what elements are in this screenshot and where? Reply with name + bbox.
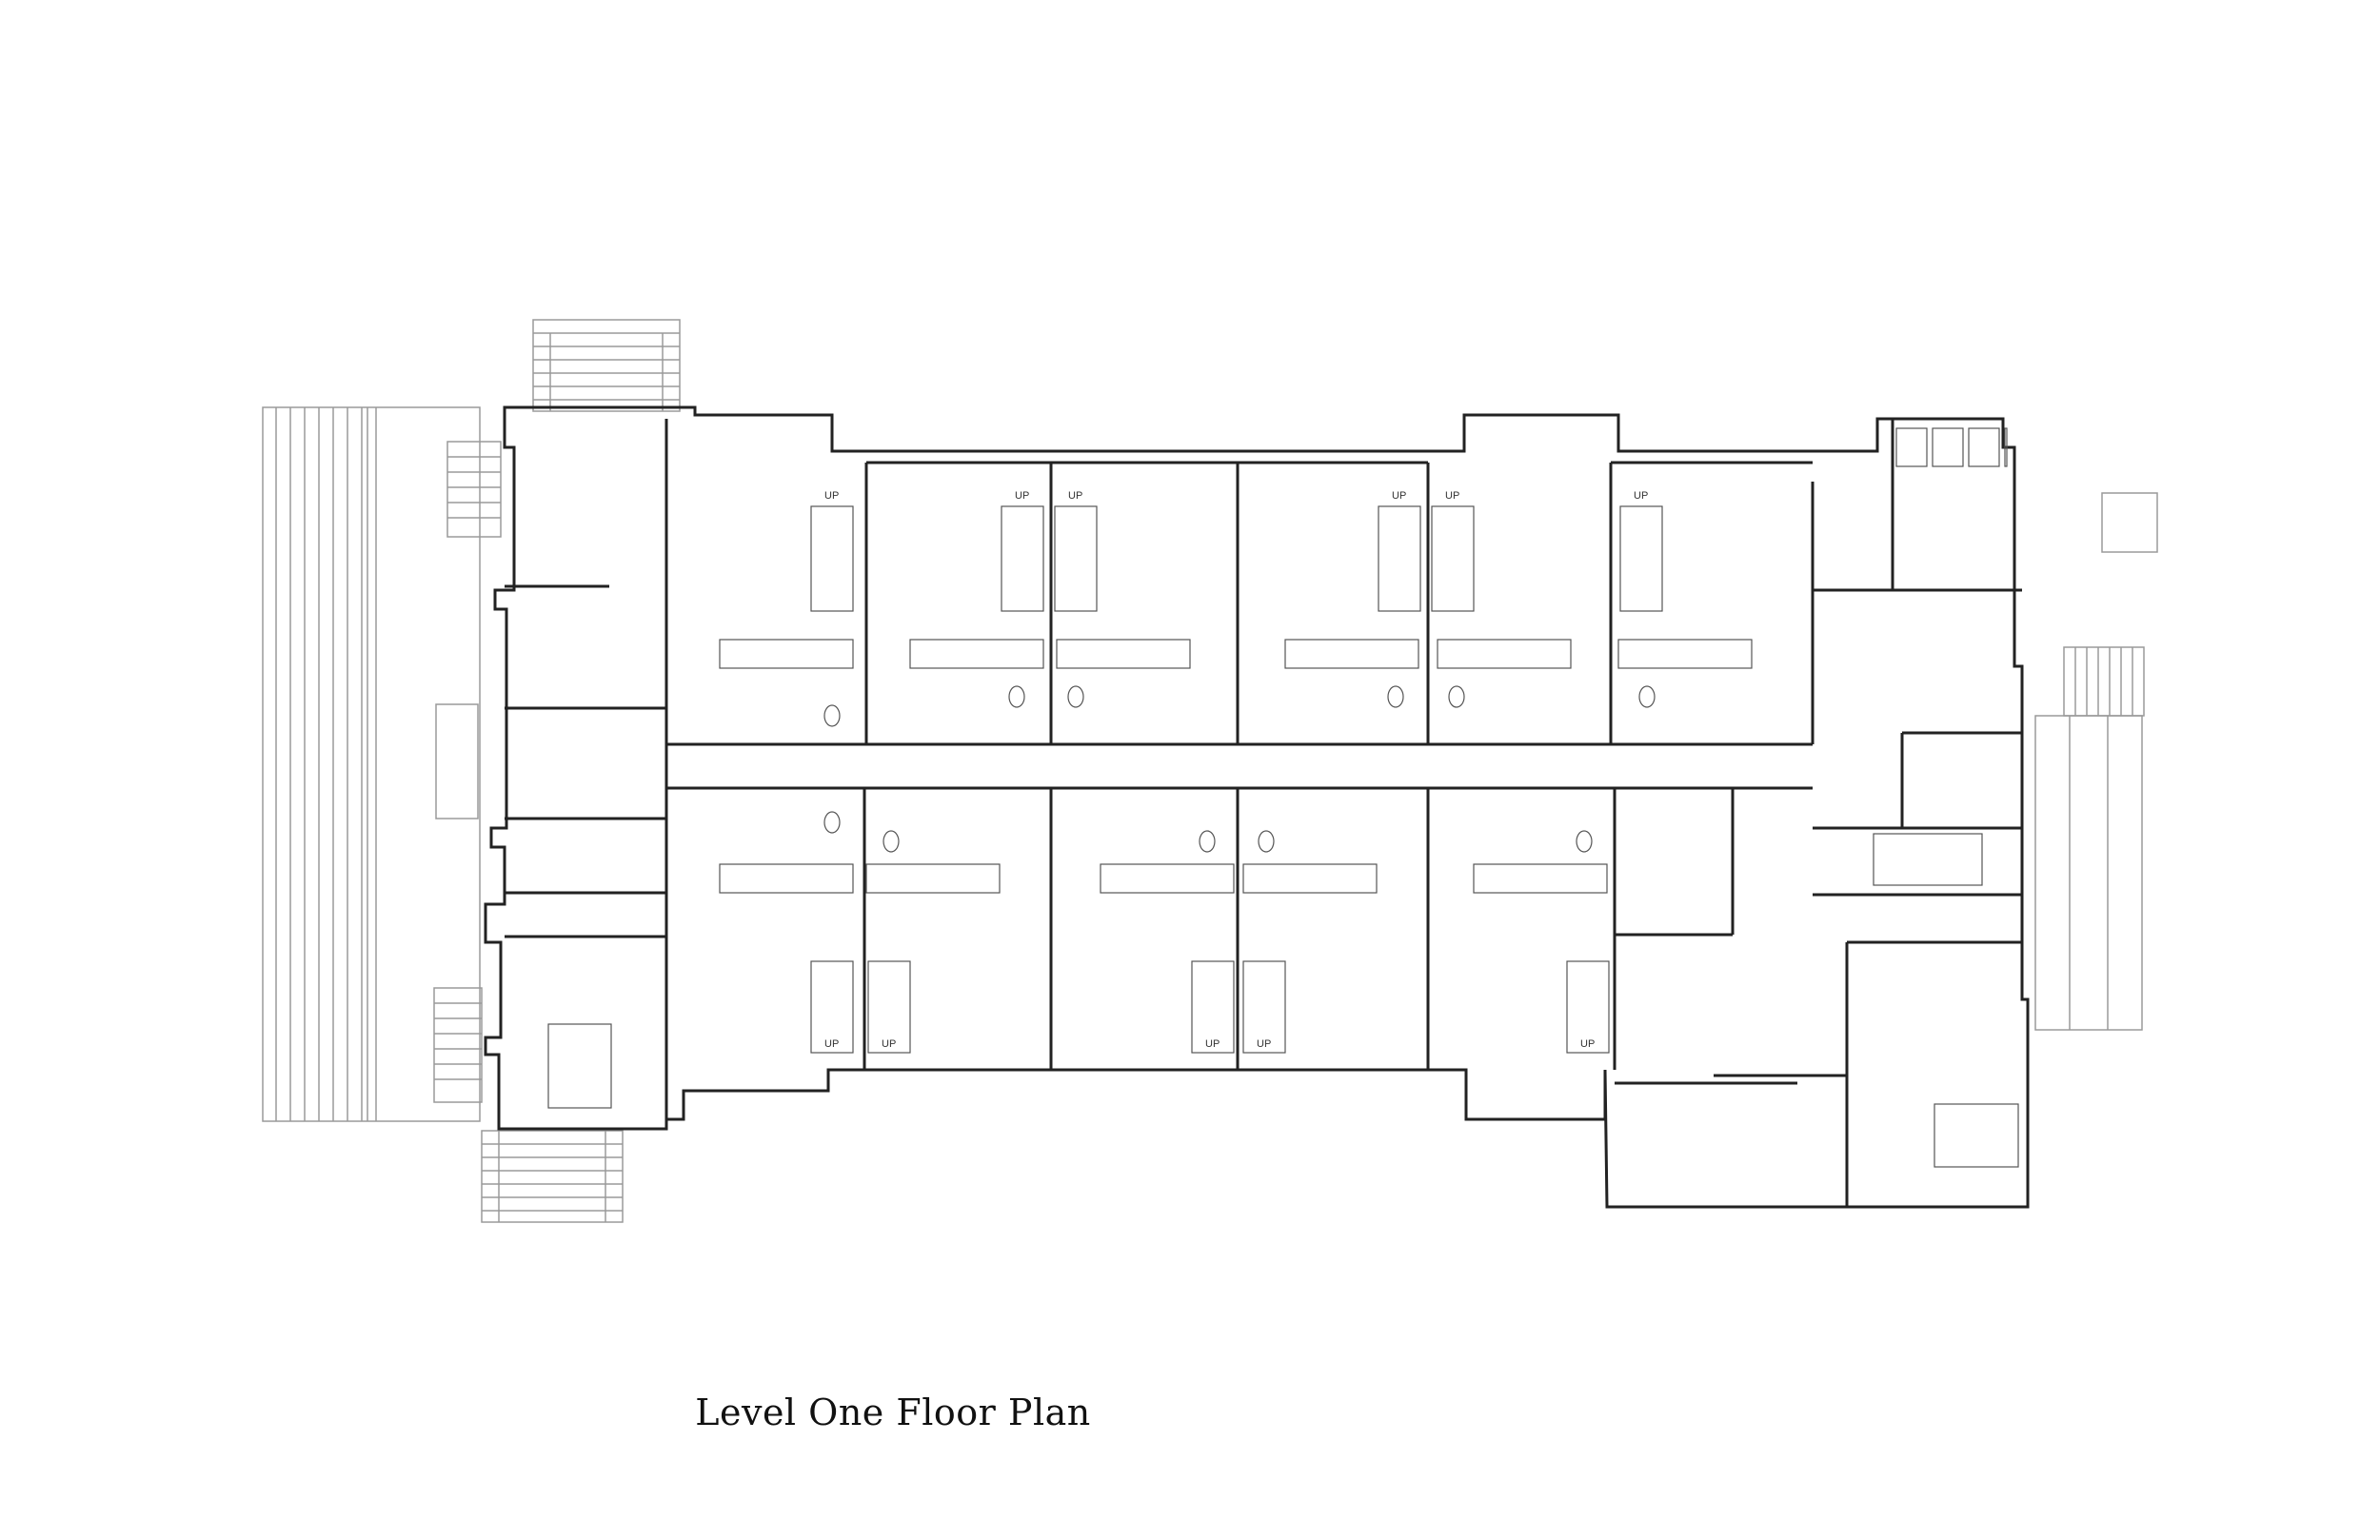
east-main-stair	[1873, 833, 1983, 886]
stair-n4	[1378, 505, 1421, 612]
stair-up-label-n1: UP	[824, 490, 839, 502]
east-deck	[2034, 715, 2143, 1031]
exterior-elements	[262, 319, 2158, 1223]
stair-up-label-s4: UP	[1257, 1038, 1271, 1050]
west-porch	[435, 703, 479, 819]
kitchen-counter-n5	[1437, 639, 1572, 669]
kitchen-counter-s3	[1100, 863, 1235, 894]
stair-n5	[1431, 505, 1475, 612]
north-entry-stair	[532, 319, 681, 412]
kitchen-counter-s1	[719, 863, 854, 894]
stair-labels: UP UP UP UP UP UP UP UP UP UP UP	[824, 490, 1648, 1050]
stair-n1	[810, 505, 854, 612]
stair-up-label-s1: UP	[824, 1038, 839, 1050]
west-small-stair-1	[446, 441, 502, 538]
east-stair	[2063, 646, 2145, 717]
stair-up-label-n4: UP	[1392, 490, 1406, 502]
stair-up-label-n3: UP	[1068, 490, 1082, 502]
west-small-stair-2	[433, 987, 483, 1103]
kitchen-counter-n6	[1617, 639, 1753, 669]
stair-n6	[1619, 505, 1663, 612]
fixtures	[547, 427, 2019, 1168]
south-entry-stair	[481, 1130, 624, 1223]
north-entry-treads	[533, 332, 680, 411]
stair-up-label-n5: UP	[1445, 490, 1459, 502]
west-ramp	[262, 406, 481, 1122]
kitchen-counter-n1	[719, 639, 854, 669]
stair-up-label-s5: UP	[1580, 1038, 1595, 1050]
stair-s3	[1191, 960, 1235, 1054]
stair-up-label-s3: UP	[1205, 1038, 1220, 1050]
stair-s1	[810, 960, 854, 1054]
kitchen-counter-s5	[1473, 863, 1608, 894]
stair-s4	[1242, 960, 1286, 1054]
drawing-title: Level One Floor Plan	[695, 1392, 1091, 1433]
stair-s2	[867, 960, 911, 1054]
south-entry-treads	[482, 1131, 623, 1222]
ramp-lines	[275, 407, 377, 1121]
kitchen-counter-n3	[1056, 639, 1191, 669]
kitchen-counter-n2	[909, 639, 1044, 669]
stair-n3	[1054, 505, 1098, 612]
stair-n2	[1001, 505, 1044, 612]
bed-west	[547, 1023, 612, 1109]
bed-east	[1934, 1103, 2019, 1168]
stair-up-label-n6: UP	[1634, 490, 1648, 502]
kitchen-counter-s2	[865, 863, 1001, 894]
stair-s5	[1566, 960, 1610, 1054]
kitchen-counter-s4	[1242, 863, 1378, 894]
east-canopy	[2101, 492, 2158, 553]
kitchen-counter-n4	[1284, 639, 1419, 669]
building-walls	[484, 405, 2030, 1209]
outer-perimeter	[484, 405, 2030, 1209]
stair-up-label-s2: UP	[882, 1038, 896, 1050]
stair-up-label-n2: UP	[1015, 490, 1029, 502]
